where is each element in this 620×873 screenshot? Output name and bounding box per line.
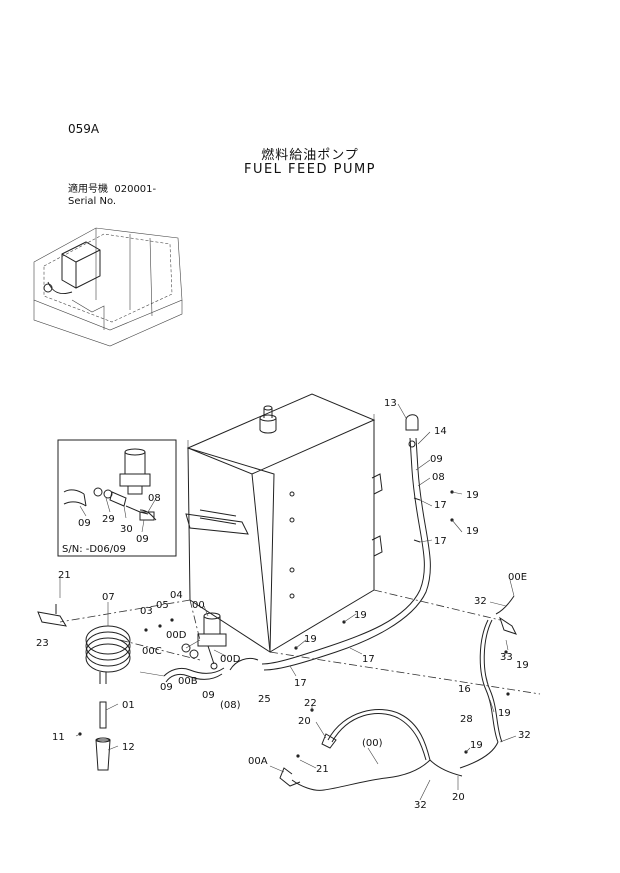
callout-numbers: 13 14 09 08 19 17 19 17 00E 32 33 19 21 … bbox=[36, 398, 531, 811]
inset-callout: 09 bbox=[136, 534, 149, 545]
callout: 00E bbox=[508, 572, 527, 583]
callout: 00D bbox=[220, 654, 241, 665]
callout: 20 bbox=[298, 716, 311, 727]
callout: 05 bbox=[156, 600, 169, 611]
suction-pipe bbox=[95, 701, 111, 771]
callout: 12 bbox=[122, 742, 135, 753]
callout: 25 bbox=[258, 694, 271, 705]
callout: 09 bbox=[430, 454, 443, 465]
inset-callout: 09 bbox=[78, 518, 91, 529]
callout: 00A bbox=[248, 756, 268, 767]
inset-callout: 29 bbox=[102, 514, 115, 525]
inset-serial-note: S/N: -D06/09 bbox=[62, 544, 126, 555]
callout: (00) bbox=[362, 738, 383, 749]
feed-pump bbox=[181, 612, 227, 670]
callout: (08) bbox=[220, 700, 241, 711]
callout: 08 bbox=[432, 472, 445, 483]
callout: 16 bbox=[458, 684, 471, 695]
callout: 09 bbox=[202, 690, 215, 701]
reference-lines bbox=[59, 589, 541, 695]
callout: 32 bbox=[414, 800, 427, 811]
callout: 33 bbox=[500, 652, 513, 663]
callout: 19 bbox=[304, 634, 317, 645]
callout: 17 bbox=[434, 536, 447, 547]
leader-lines bbox=[59, 403, 517, 801]
hoses bbox=[163, 414, 431, 683]
callout: 07 bbox=[102, 592, 115, 603]
bracket-23 bbox=[37, 604, 67, 627]
callout: 21 bbox=[316, 764, 329, 775]
callout: 17 bbox=[294, 678, 307, 689]
serial-row-jp: 適用号機 020001- bbox=[68, 184, 156, 196]
inset-detail bbox=[57, 439, 177, 557]
callout: 09 bbox=[160, 682, 173, 693]
callout: 19 bbox=[354, 610, 367, 621]
callout: 20 bbox=[452, 792, 465, 803]
callout: 14 bbox=[434, 426, 447, 437]
title-english: FUEL FEED PUMP bbox=[243, 162, 377, 177]
callout: 32 bbox=[474, 596, 487, 607]
callout: 19 bbox=[470, 740, 483, 751]
serial-label-en: Serial No. bbox=[68, 196, 117, 207]
hose-coil bbox=[85, 625, 131, 684]
callout: 19 bbox=[498, 708, 511, 719]
callout: 11 bbox=[52, 732, 65, 743]
callout: 17 bbox=[434, 500, 447, 511]
bolt-dots bbox=[78, 490, 510, 758]
callout: 23 bbox=[36, 638, 49, 649]
title-japanese: 燃料給油ポンプ bbox=[261, 148, 359, 163]
callout: 28 bbox=[460, 714, 473, 725]
callout: 32 bbox=[518, 730, 531, 741]
callout: 04 bbox=[170, 590, 183, 601]
serial-block: 適用号機 020001- Serial No. bbox=[68, 184, 156, 208]
serial-label-jp: 適用号機 bbox=[68, 184, 108, 195]
callout: 01 bbox=[122, 700, 135, 711]
callout: 03 bbox=[140, 606, 153, 617]
callout: 00C bbox=[142, 646, 162, 657]
locator-thumbnail bbox=[33, 227, 183, 347]
callout: 19 bbox=[466, 490, 479, 501]
callout: 19 bbox=[466, 526, 479, 537]
callout: 19 bbox=[516, 660, 529, 671]
page-code: 059A bbox=[68, 122, 100, 136]
callout: 00D bbox=[166, 630, 187, 641]
wire-harness bbox=[459, 595, 517, 769]
callout: 13 bbox=[384, 398, 397, 409]
callout: 22 bbox=[304, 698, 317, 709]
sender-harness bbox=[279, 709, 463, 791]
callout: 00B bbox=[178, 676, 198, 687]
inset-callout: 08 bbox=[148, 493, 161, 504]
serial-value: 020001- bbox=[114, 184, 157, 195]
callout: 21 bbox=[58, 570, 71, 581]
callout: 17 bbox=[362, 654, 375, 665]
inset-callouts: 08 29 30 09 09 S/N: -D06/09 bbox=[62, 493, 161, 555]
inset-callout: 30 bbox=[120, 524, 133, 535]
callout: 00 bbox=[192, 600, 205, 611]
